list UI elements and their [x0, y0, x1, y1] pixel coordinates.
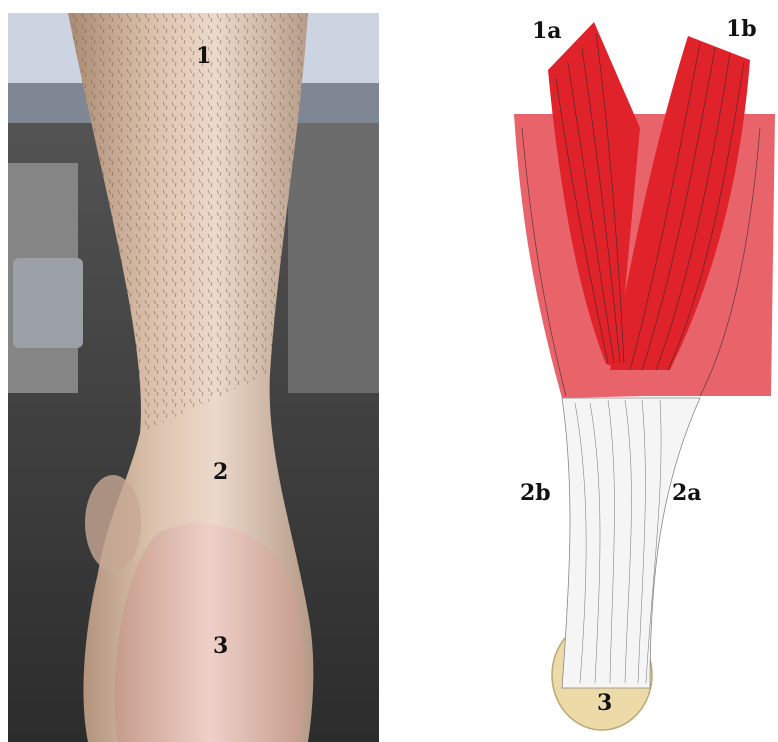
leg-photo: 1 2 3: [8, 13, 379, 742]
diagram-label-calcaneus: 3: [597, 690, 612, 716]
anatomy-diagram: 1a 1b 1c 2b 2a 3: [500, 18, 778, 742]
photo-label-calf: 1: [196, 43, 211, 69]
diagram-label-tendon-medial: 2b: [520, 480, 551, 506]
diagram-label-lateral-head: 1b: [726, 18, 757, 42]
equipment-object: [13, 258, 83, 348]
diagram-label-medial-head: 1a: [532, 18, 562, 44]
photo-label-tendon: 2: [213, 459, 228, 485]
photo-label-heel: 3: [213, 633, 228, 659]
anatomy-drawing: 1a 1b 1c 2b 2a 3: [500, 18, 778, 742]
leg-photo-illustration: 1 2 3: [8, 13, 379, 742]
diagram-label-tendon-lateral: 2a: [672, 480, 702, 506]
